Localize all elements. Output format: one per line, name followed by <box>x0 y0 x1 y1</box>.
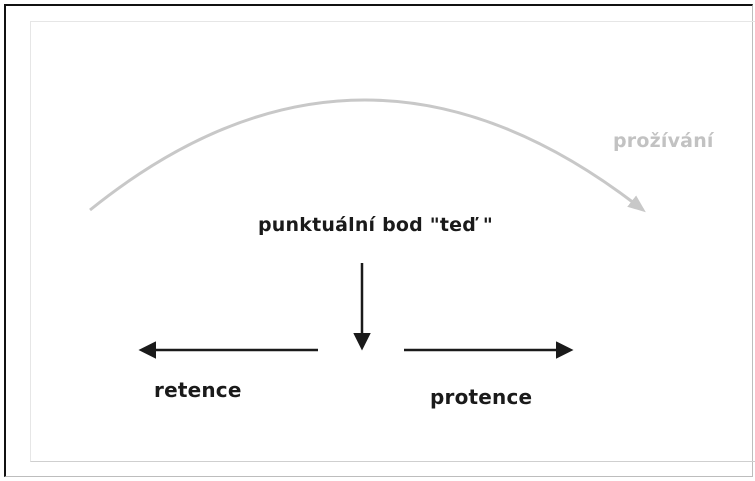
now-point-label: punktuální bod "teď " <box>258 214 493 236</box>
diagram-frame <box>4 4 753 477</box>
diagram-canvas <box>30 21 755 462</box>
experience-arc <box>89 98 646 213</box>
retention-label: retence <box>154 378 242 402</box>
experience-label: prožívání <box>613 130 714 152</box>
protention-label: protence <box>430 385 533 409</box>
